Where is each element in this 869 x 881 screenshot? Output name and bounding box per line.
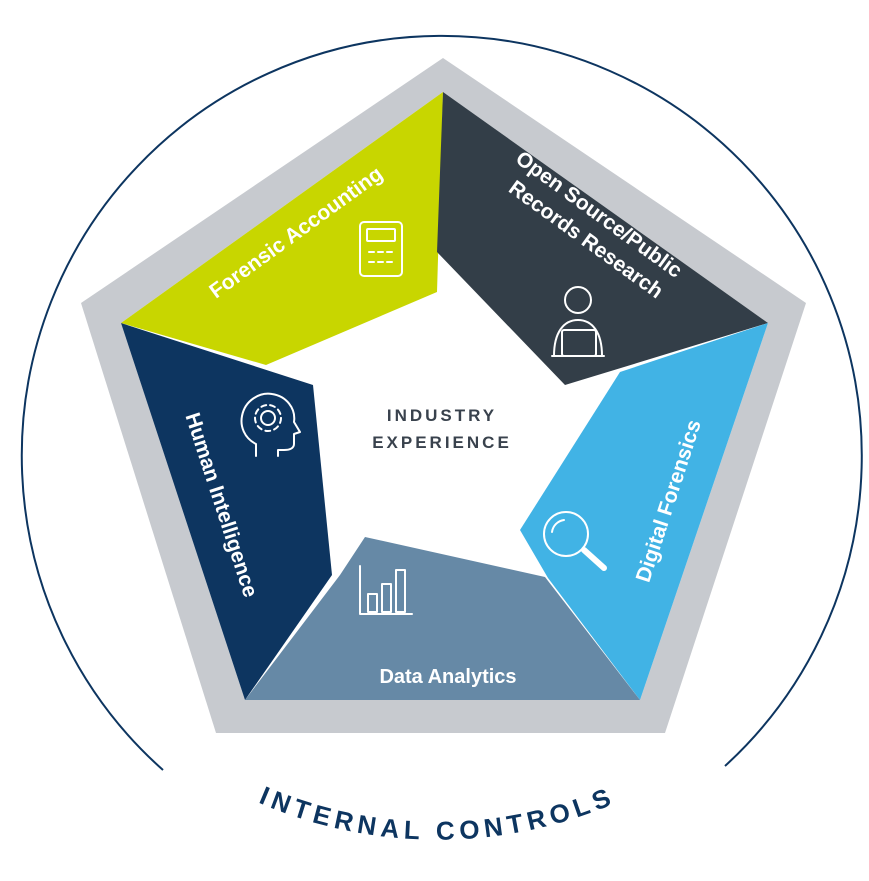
segment-human-intelligence [121,323,332,700]
segment-digital-forensics [520,323,768,700]
calculator-icon [359,221,403,277]
head-gear-icon [240,392,301,457]
ring-label-internal-controls: INTERNAL CONTROLS [256,780,620,846]
segment-open-source [437,92,768,385]
segment-forensic-accounting [121,92,443,365]
center-title-line2: EXPERIENCE [372,433,512,452]
person-laptop-icon [551,286,605,357]
magnifier-icon [543,511,607,571]
center-title-line1: INDUSTRY [387,406,497,425]
outer-ring [20,34,863,771]
segment-data-analytics [245,537,640,700]
bar-chart-icon [359,565,413,615]
label-data-analytics: Data Analytics [379,666,516,688]
